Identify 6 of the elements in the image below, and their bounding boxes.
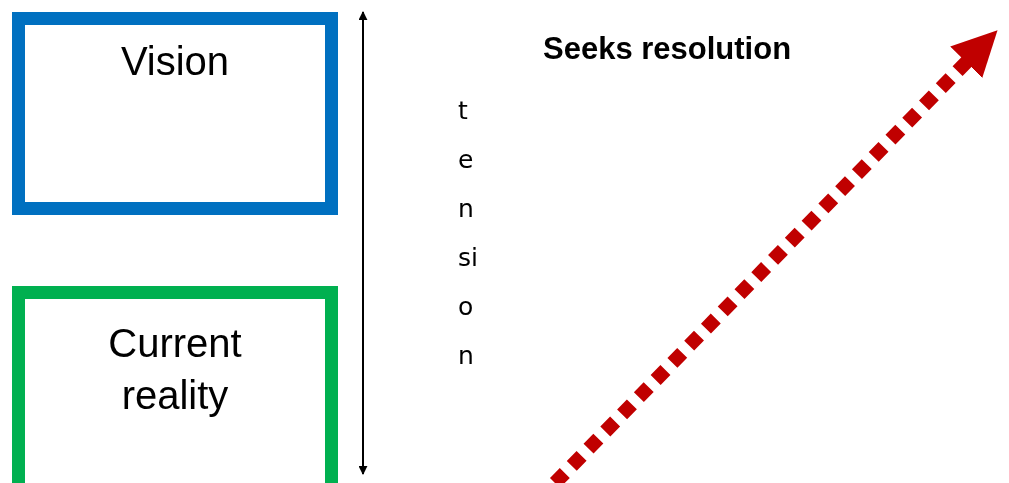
box-label: Vision: [119, 38, 231, 85]
text-box: [12, 12, 338, 215]
box-label: Current reality: [107, 320, 243, 419]
text-box: [12, 286, 338, 483]
vertical-label: tension: [458, 95, 479, 372]
heading-label: Seeks resolution: [543, 31, 792, 67]
